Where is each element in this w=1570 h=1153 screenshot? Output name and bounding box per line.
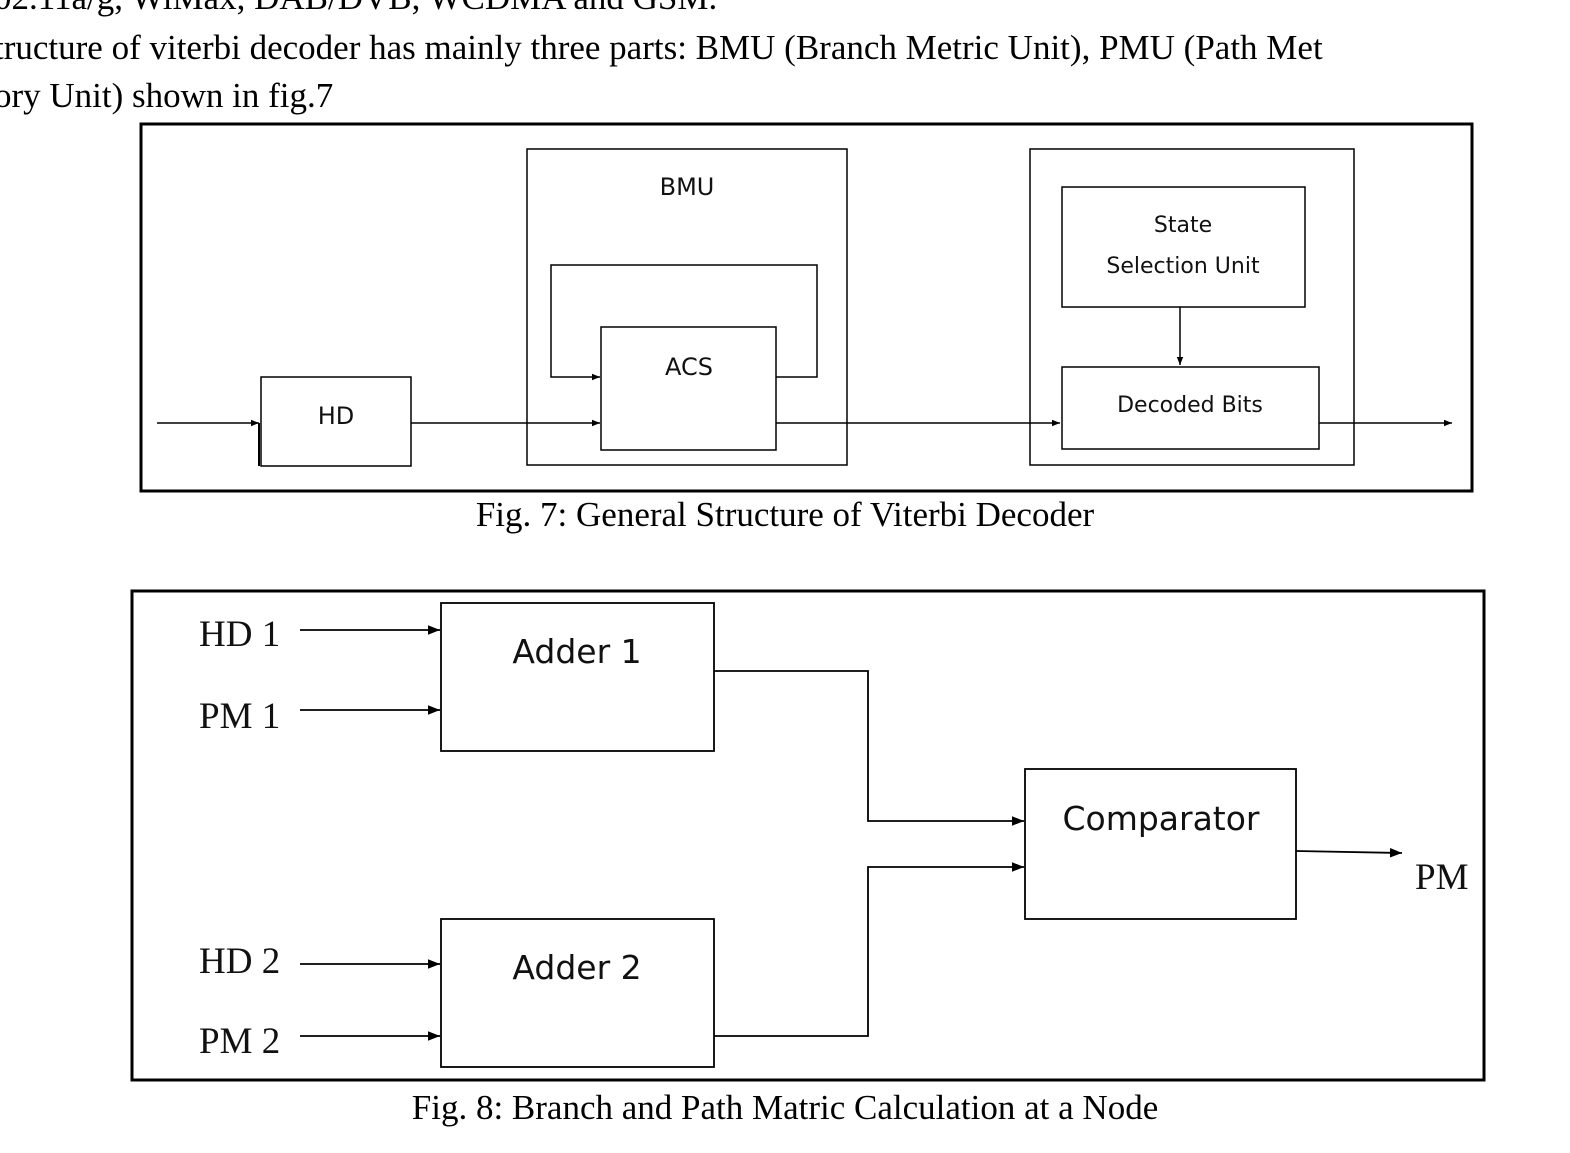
paragraph-line-3: ory Unit) shown in fig.7	[0, 76, 334, 115]
hd1-label: HD 1	[199, 614, 280, 655]
fig8-caption: Fig. 8: Branch and Path Matric Calculati…	[411, 1088, 1159, 1127]
comparator-output-arrow	[1295, 847, 1403, 858]
adder2-box	[440, 918, 715, 1068]
state-selection-box	[1061, 186, 1306, 308]
adder1-box	[440, 602, 715, 752]
decoded-bits-box	[1061, 366, 1320, 450]
figure-7: HD BMU ACS State Selection Unit Decoded …	[139, 122, 1474, 493]
comparator-label: Comparator	[1062, 799, 1259, 838]
acs-box	[600, 326, 777, 451]
fig7-caption: Fig. 7: General Structure of Viterbi Dec…	[475, 495, 1095, 534]
pm2-label: PM 2	[199, 1021, 280, 1062]
hd2-label: HD 2	[199, 941, 280, 982]
pm1-label: PM 1	[199, 696, 280, 737]
paragraph-line-1: 02.11a/g, WiMax, DAB/DVB, WCDMA and GSM.	[0, 0, 717, 18]
bmu-box	[526, 148, 848, 466]
figure-8: HD 1 PM 1 HD 2 PM 2 Adder 1 Adder 2 Comp…	[130, 589, 1486, 1082]
comparator-box	[1024, 768, 1297, 920]
state-label-line2: Selection Unit	[1106, 254, 1260, 279]
bmu-label: BMU	[660, 173, 715, 201]
hd-box	[260, 376, 412, 467]
paragraph-line-2: tructure of viterbi decoder has mainly t…	[0, 28, 1323, 67]
decoded-bits-label: Decoded Bits	[1117, 393, 1263, 418]
adder2-to-comparator	[714, 862, 1024, 1037]
pmu-box	[1029, 148, 1355, 466]
fig7-frame	[139, 122, 1474, 493]
fig8-frame	[130, 589, 1486, 1082]
acs-feedback-loop	[550, 264, 818, 381]
adder2-label: Adder 2	[512, 948, 641, 987]
hd-label: HD	[318, 402, 355, 430]
pm-output-label: PM	[1415, 857, 1468, 898]
acs-label: ACS	[665, 353, 713, 381]
adder1-to-comparator	[714, 670, 1024, 826]
state-label-line1: State	[1154, 213, 1212, 238]
adder1-label: Adder 1	[512, 632, 641, 671]
